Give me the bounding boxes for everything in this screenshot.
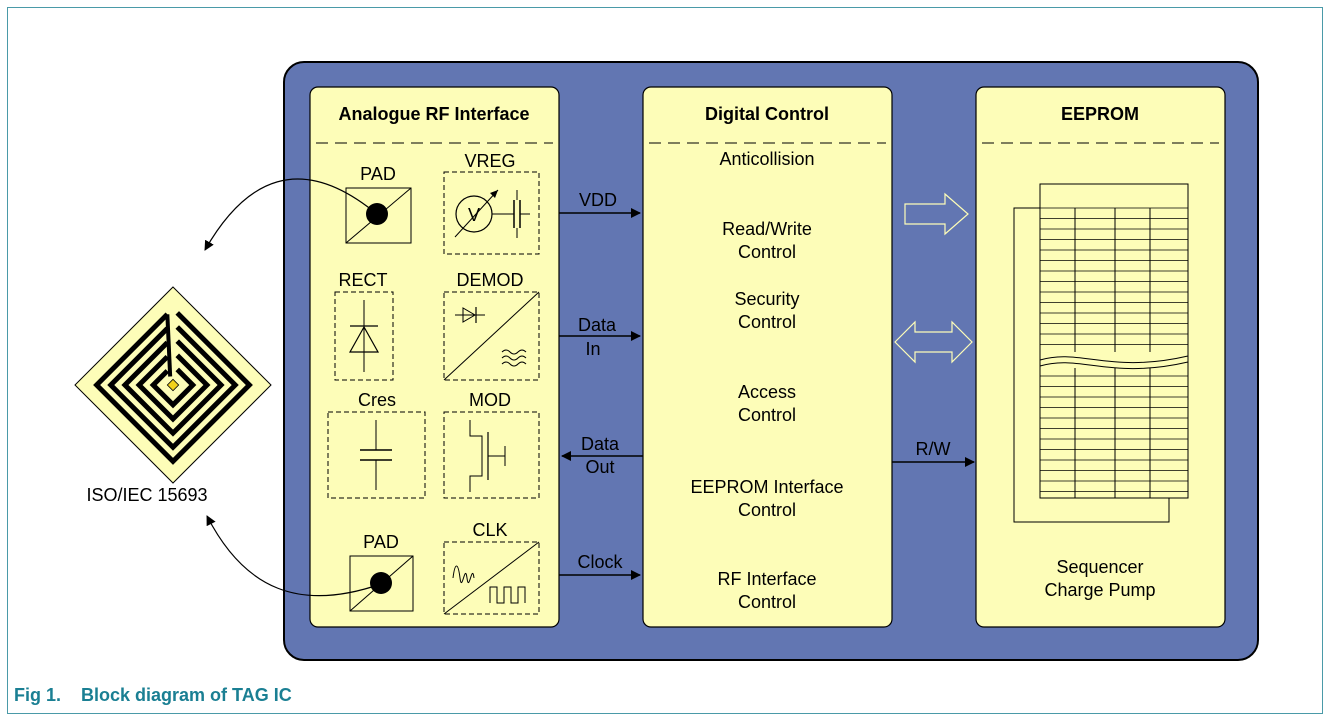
digital-item-readwrite: Read/Write [722,219,812,239]
vreg-label: VREG [464,151,515,171]
clk-label: CLK [472,520,507,540]
signal-data-in-label-1: Data [578,315,617,335]
signal-data-in-label-2: In [585,339,600,359]
digital-item-security: Security [734,289,799,309]
pad-top-label: PAD [360,164,396,184]
vreg-icon: V [443,171,540,255]
rect-label: RECT [339,270,388,290]
signal-rw-label: R/W [916,439,951,459]
block-arrow-right-icon [904,192,969,236]
digital-item-eeprom-interface-control: Control [738,500,796,520]
pad-to-antenna-arrow-bottom [206,515,382,597]
demodulator-icon [443,291,540,381]
modulator-transistor-icon [443,411,540,499]
digital-item-security-control: Control [738,312,796,332]
pad-bottom-icon [349,555,414,612]
pad-bottom-label: PAD [363,532,399,552]
digital-item-eeprom-interface: EEPROM Interface [690,477,843,497]
clock-icon [443,541,540,615]
signal-vdd-label: VDD [579,190,617,210]
cres-label: Cres [358,390,396,410]
pad-to-antenna-arrow-top [204,178,379,251]
eeprom-memory-array-icon [1013,183,1189,523]
demod-label: DEMOD [457,270,524,290]
signal-data-out-label-2: Out [585,457,614,477]
figure-frame [7,7,1323,714]
digital-item-access: Access [738,382,796,402]
digital-item-rf-interface-control: Control [738,592,796,612]
mod-label: MOD [469,390,511,410]
vreg-symbol: V [468,205,480,225]
signal-data-in: Data In [559,315,641,359]
figure-caption: Fig 1. Block diagram of TAG IC [14,685,292,705]
eeprom-footer-charge-pump: Charge Pump [1044,580,1155,600]
pad-top-icon [345,187,412,244]
eeprom-footer-sequencer: Sequencer [1056,557,1143,577]
digital-item-anticollision: Anticollision [719,149,814,169]
capacitor-icon [327,411,426,499]
rfid-antenna-tag-icon [74,286,272,484]
antenna-label: ISO/IEC 15693 [86,485,207,505]
analogue-title: Analogue RF Interface [338,104,529,124]
eeprom-panel: EEPROM Sequencer Charge Pump [975,86,1226,628]
signal-rw: R/W [892,439,975,467]
signal-data-out: Data Out [561,434,643,477]
signal-data-out-label-1: Data [581,434,620,454]
digital-item-readwrite-control: Control [738,242,796,262]
rectifier-icon [334,291,394,381]
digital-item-rf-interface: RF Interface [717,569,816,589]
block-arrow-bidirectional-icon [894,320,973,364]
signal-clock-label: Clock [577,552,623,572]
digital-title: Digital Control [705,104,829,124]
eeprom-title: EEPROM [1061,104,1139,124]
digital-item-access-control: Control [738,405,796,425]
signal-vdd: VDD [559,190,641,218]
digital-control-panel: Digital Control Anticollision Read/Write… [642,86,893,628]
signal-clock: Clock [559,552,641,580]
analogue-rf-interface-panel: Analogue RF Interface PAD VREG V RECT [309,86,560,628]
